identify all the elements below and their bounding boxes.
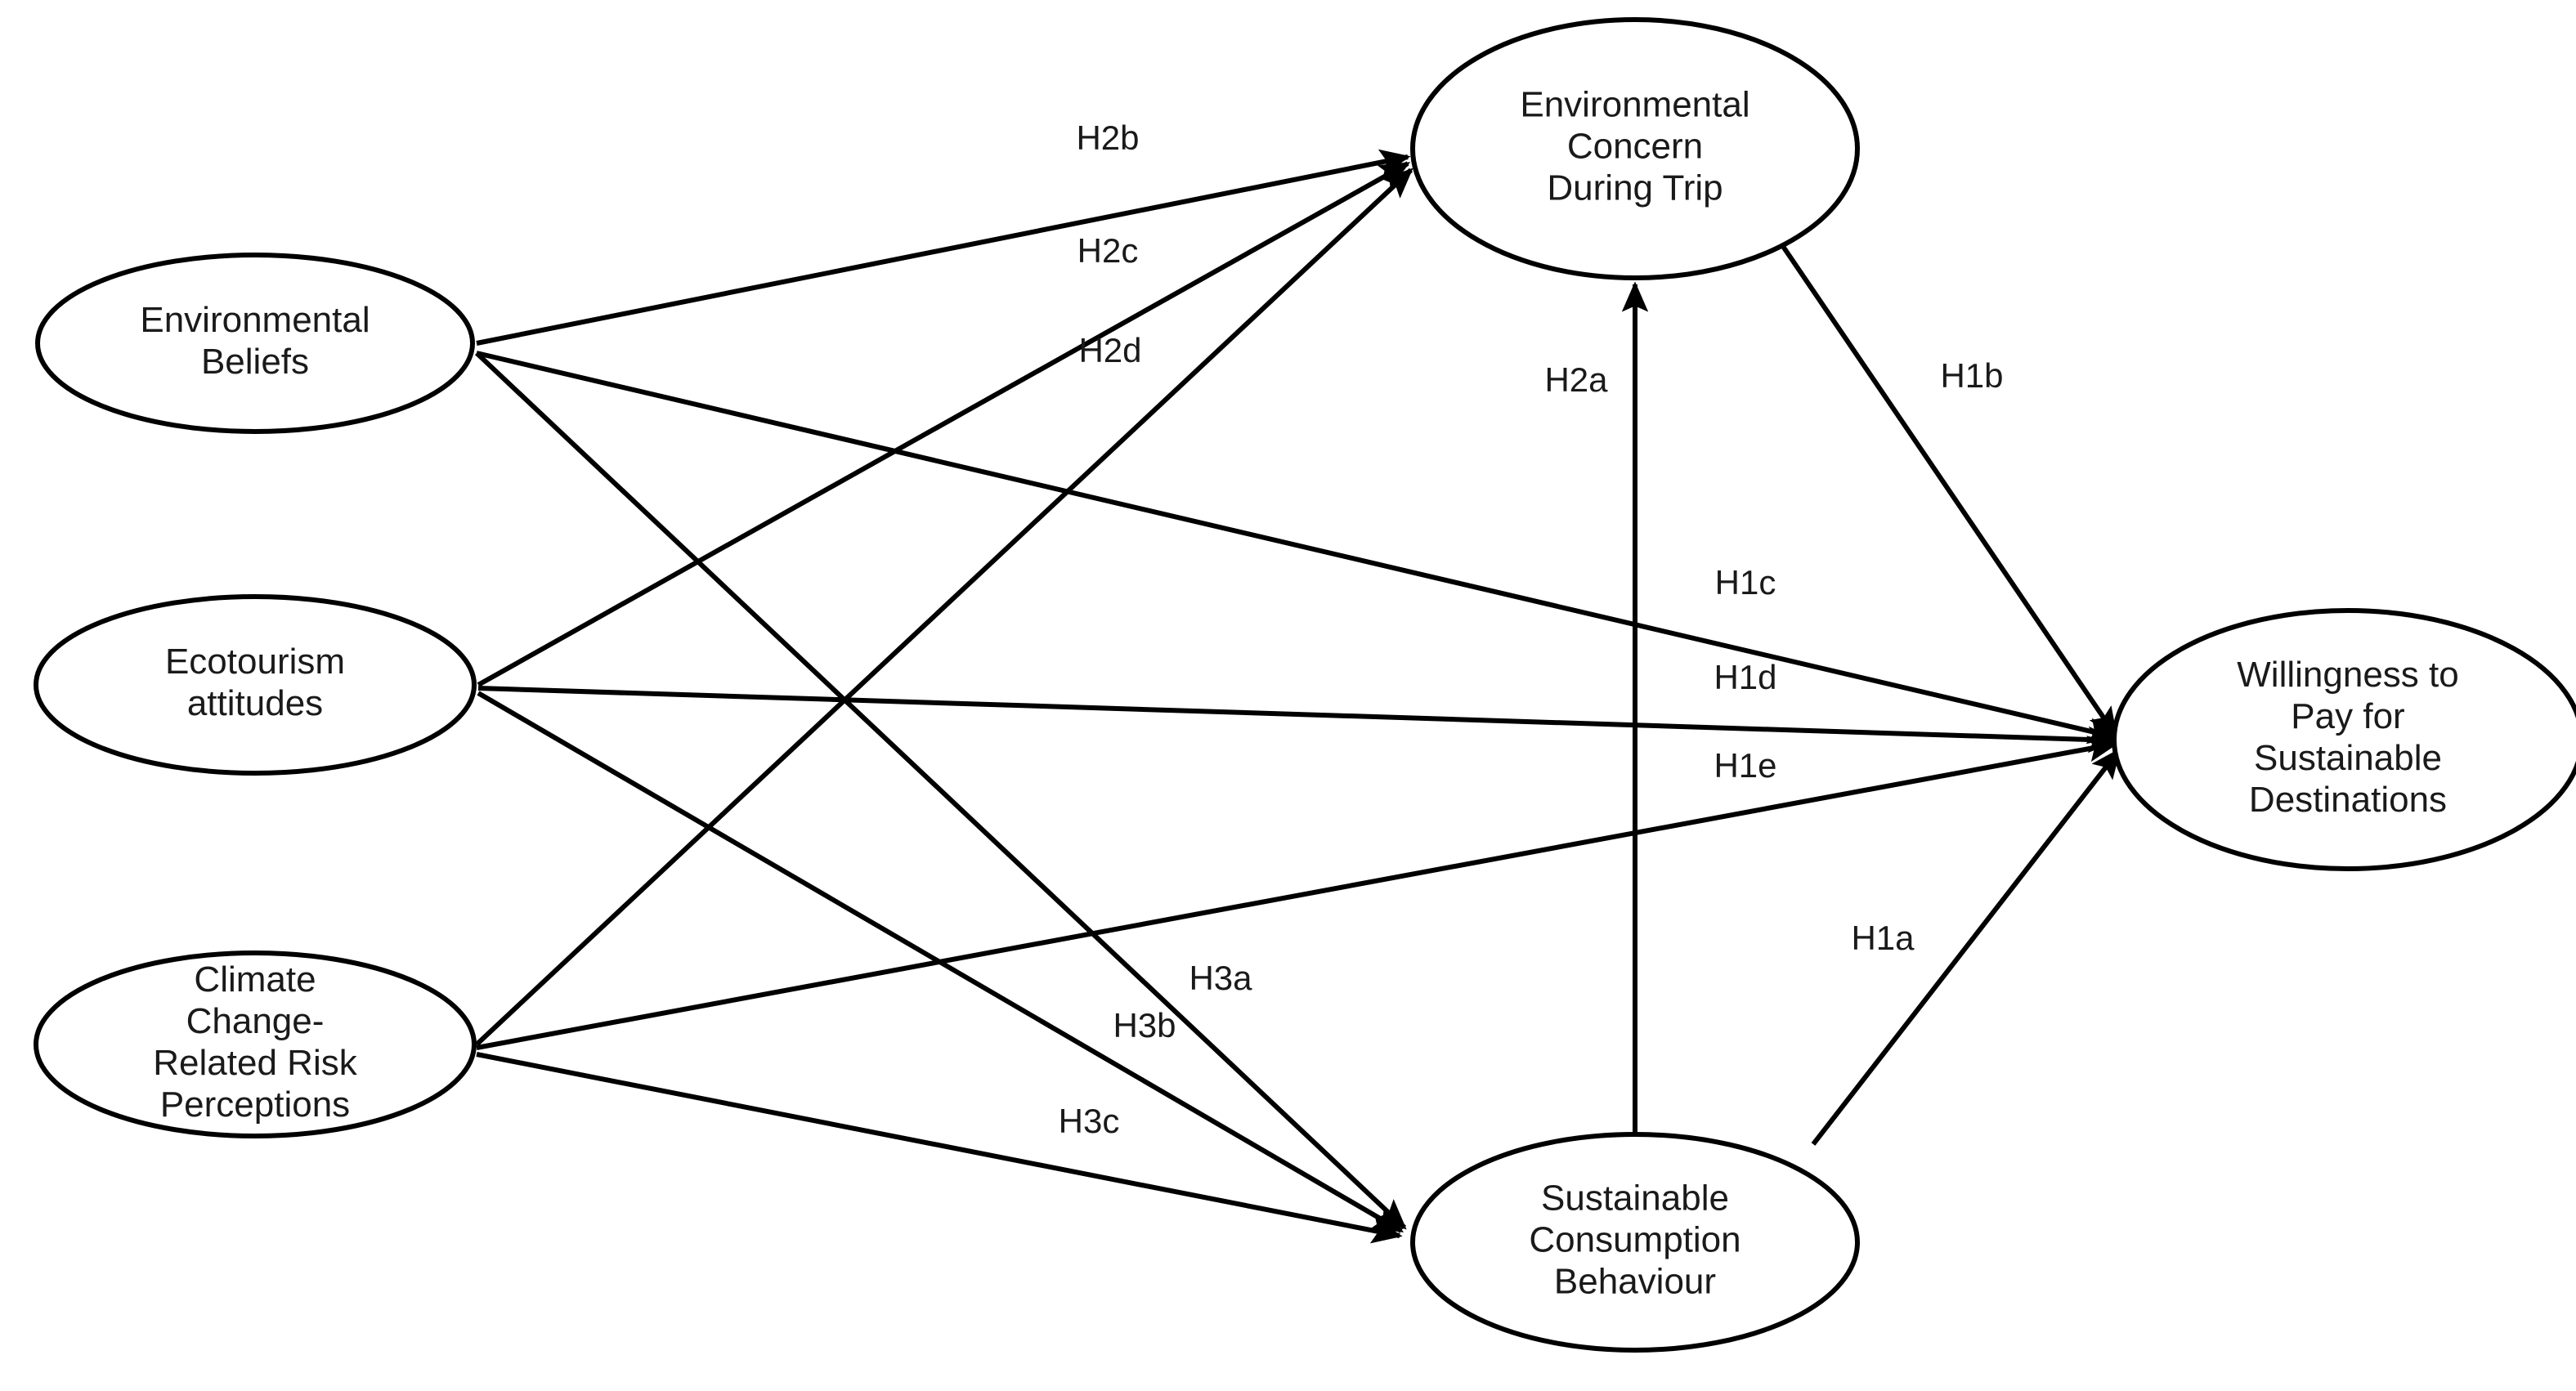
node-label-ecotourism-attitudes: attitudes xyxy=(187,683,323,723)
node-label-climate-change-risk-perceptions: Perceptions xyxy=(160,1085,350,1125)
edge-label-h3c: H3c xyxy=(1059,1102,1120,1140)
node-label-sustainable-consumption-behaviour: Behaviour xyxy=(1554,1262,1716,1302)
edge-h1d xyxy=(477,686,2119,754)
edge-label-h3b: H3b xyxy=(1113,1006,1176,1044)
edge-h1b xyxy=(1780,244,2118,738)
node-shape-sustainable-consumption-behaviour xyxy=(1410,1132,1860,1353)
edge-h1e xyxy=(476,736,2119,1050)
node-label-climate-change-risk-perceptions: Related Risk xyxy=(153,1043,357,1083)
edge-label-h1a: H1a xyxy=(1851,919,1915,957)
edge-h2d xyxy=(474,168,1413,1047)
node-label-environmental-beliefs: Beliefs xyxy=(201,342,309,382)
edge-label-h2d: H2d xyxy=(1078,331,1141,369)
node-label-willingness-to-pay-sustainable-destinations: Destinations xyxy=(2249,780,2447,820)
node-label-climate-change-risk-perceptions: Change- xyxy=(186,1001,325,1041)
node-label-willingness-to-pay-sustainable-destinations: Willingness to xyxy=(2237,655,2458,695)
edge-label-h1b: H1b xyxy=(1940,356,2003,395)
node-label-sustainable-consumption-behaviour: Sustainable xyxy=(1541,1179,1729,1219)
node-shape-climate-change-risk-perceptions xyxy=(34,950,477,1138)
node-label-ecotourism-attitudes: Ecotourism xyxy=(165,642,345,682)
node-label-willingness-to-pay-sustainable-destinations: Pay for xyxy=(2291,696,2404,736)
node-shape-environmental-beliefs xyxy=(35,253,475,434)
edge-h2c xyxy=(477,161,1411,687)
edge-h3a xyxy=(474,351,1407,1230)
nodes-layer: EnvironmentalBeliefsEcotourismattitudesC… xyxy=(34,17,2576,1353)
node-label-environmental-beliefs: Environmental xyxy=(140,300,370,340)
edge-label-h2c: H2c xyxy=(1077,231,1139,270)
node-label-environmental-concern-during-trip: Concern xyxy=(1567,127,1703,167)
edge-label-h3a: H3a xyxy=(1189,959,1252,997)
node-label-willingness-to-pay-sustainable-destinations: Sustainable xyxy=(2254,738,2442,778)
edge-label-h2b: H2b xyxy=(1076,119,1139,157)
edge-h3c xyxy=(476,1052,1403,1244)
node-shape-willingness-to-pay-sustainable-destinations xyxy=(2112,608,2576,871)
edge-label-h1d: H1d xyxy=(1714,658,1776,696)
edge-h3b xyxy=(477,691,1404,1233)
edge-h1a xyxy=(1811,748,2121,1146)
node-label-environmental-concern-during-trip: Environmental xyxy=(1520,85,1749,125)
edge-label-h1c: H1c xyxy=(1715,563,1776,602)
edge-label-h1e: H1e xyxy=(1714,746,1776,785)
node-shape-ecotourism-attitudes xyxy=(34,594,477,776)
node-label-sustainable-consumption-behaviour: Consumption xyxy=(1529,1220,1740,1260)
node-label-climate-change-risk-perceptions: Climate xyxy=(194,959,316,1000)
edge-label-h2a: H2a xyxy=(1544,360,1608,399)
edge-h1c xyxy=(476,351,2119,745)
edge-h2b xyxy=(476,149,1411,346)
node-shape-environmental-concern-during-trip xyxy=(1410,17,1860,280)
node-label-environmental-concern-during-trip: During Trip xyxy=(1547,168,1723,208)
edges-layer xyxy=(474,149,2121,1244)
